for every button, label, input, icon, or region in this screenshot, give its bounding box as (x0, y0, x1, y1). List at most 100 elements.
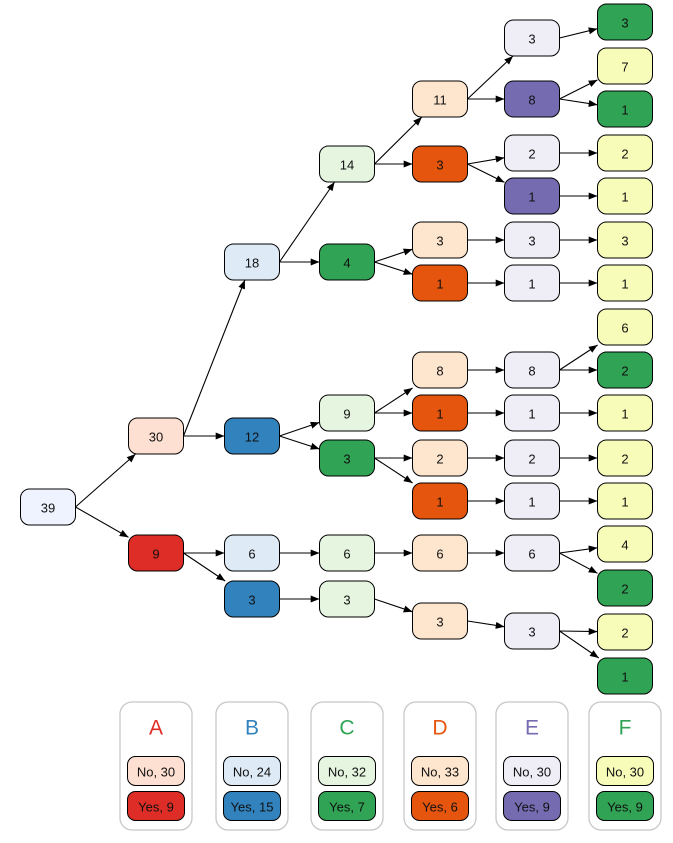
tree-node-n1d_b: 1 (412, 394, 468, 432)
legend-pill-no (596, 756, 654, 786)
node-box (319, 439, 375, 477)
edge-n12-to-n9c (279, 421, 320, 437)
tree-node-n11d: 11 (412, 80, 468, 118)
node-count-label: 1 (621, 103, 628, 118)
node-count-label: 1 (621, 190, 628, 205)
node-box (412, 394, 468, 432)
node-count-label: 3 (343, 452, 350, 467)
legend-pill-no-label: No, 24 (233, 765, 271, 780)
node-count-label: 2 (621, 452, 628, 467)
node-box (319, 394, 375, 432)
edge-e8a-to-f6 (559, 344, 598, 371)
node-box (597, 482, 653, 520)
legend-pill-yes-label: Yes, 7 (329, 800, 365, 815)
edge-n9-to-n3b (183, 552, 226, 582)
tree-node-e1a: 1 (504, 264, 560, 302)
node-box (224, 417, 280, 455)
tree-node-f6: 6 (597, 308, 653, 346)
tree-node-n18: 18 (224, 243, 280, 281)
tree-node-e8p: 8 (504, 80, 560, 118)
node-count-label: 3 (621, 16, 628, 31)
node-box (319, 580, 375, 618)
tree-node-e1c: 1 (504, 482, 560, 520)
node-count-label: 3 (343, 593, 350, 608)
node-count-label: 2 (436, 452, 443, 467)
node-box (597, 264, 653, 302)
tree-node-e8a: 8 (504, 351, 560, 389)
node-count-label: 18 (245, 256, 259, 271)
legend-pill-yes (223, 791, 281, 821)
legend-title: C (339, 717, 354, 740)
node-box (319, 145, 375, 183)
node-count-label: 8 (436, 364, 443, 379)
node-count-label: 2 (528, 452, 535, 467)
node-box (597, 221, 653, 259)
node-count-label: 8 (528, 93, 535, 108)
edge-n18-to-n14 (279, 181, 336, 263)
tree-node-f7: 7 (597, 47, 653, 85)
tree-node-e1p: 1 (504, 177, 560, 215)
node-box (504, 19, 560, 57)
node-box (504, 394, 560, 432)
node-count-label: 1 (436, 407, 443, 422)
node-count-label: 3 (528, 234, 535, 249)
node-box (504, 80, 560, 118)
node-count-label: 2 (621, 364, 628, 379)
tree-node-f2a: 2 (597, 134, 653, 172)
legend-pill-yes (503, 791, 561, 821)
node-count-label: 3 (436, 615, 443, 630)
tree-node-f3b: 3 (597, 221, 653, 259)
node-count-label: 3 (621, 234, 628, 249)
node-count-label: 6 (528, 547, 535, 562)
node-count-label: 11 (433, 93, 447, 108)
edge-e3c-to-f2e (559, 627, 598, 635)
node-count-label: 1 (528, 190, 535, 205)
tree-node-n3d: 3 (412, 221, 468, 259)
node-count-label: 3 (436, 234, 443, 249)
legend-pill-no-label: No, 30 (137, 765, 175, 780)
edge-n3c2-to-n3d2 (374, 598, 413, 613)
node-box (597, 439, 653, 477)
edge-e6a-to-f2d (559, 552, 598, 574)
edge-n12-to-n3c (279, 435, 320, 450)
legend-pill-yes (127, 791, 185, 821)
node-box (597, 525, 653, 563)
tree-node-f2d: 2 (597, 569, 653, 607)
node-box (224, 580, 280, 618)
tree-node-e3a: 3 (504, 19, 560, 57)
node-box (412, 145, 468, 183)
legend-title: D (432, 717, 447, 740)
tree-node-n3c: 3 (319, 439, 375, 477)
tree-node-n30: 30 (128, 417, 184, 455)
edge-n3c-to-n1d_c (374, 457, 413, 484)
tree-node-f1b: 1 (597, 177, 653, 215)
node-count-label: 8 (528, 364, 535, 379)
node-box (412, 534, 468, 572)
edge-e6a-to-f4 (559, 545, 598, 554)
legend-pill-no (411, 756, 469, 786)
node-box (412, 264, 468, 302)
node-box (319, 534, 375, 572)
tree-node-f1e: 1 (597, 482, 653, 520)
edge-e8p-to-f1a (559, 98, 598, 107)
node-count-label: 1 (621, 495, 628, 510)
tree-node-e1b: 1 (504, 394, 560, 432)
legend-pill-yes-label: Yes, 6 (422, 800, 458, 815)
legend-pill-no (318, 756, 376, 786)
node-box (504, 439, 560, 477)
node-box (504, 351, 560, 389)
node-box (20, 488, 76, 526)
tree-node-n1d_a: 1 (412, 264, 468, 302)
node-count-label: 6 (621, 321, 628, 336)
tree-node-n3c2: 3 (319, 580, 375, 618)
edge-n4c-to-n1d_a (374, 261, 413, 275)
tree-node-n6d: 6 (412, 534, 468, 572)
edge-n4c-to-n3d (374, 248, 413, 263)
tree-node-n4c: 4 (319, 243, 375, 281)
node-box (128, 534, 184, 572)
node-count-label: 9 (343, 407, 350, 422)
legend-pill-yes (318, 791, 376, 821)
node-box (504, 177, 560, 215)
